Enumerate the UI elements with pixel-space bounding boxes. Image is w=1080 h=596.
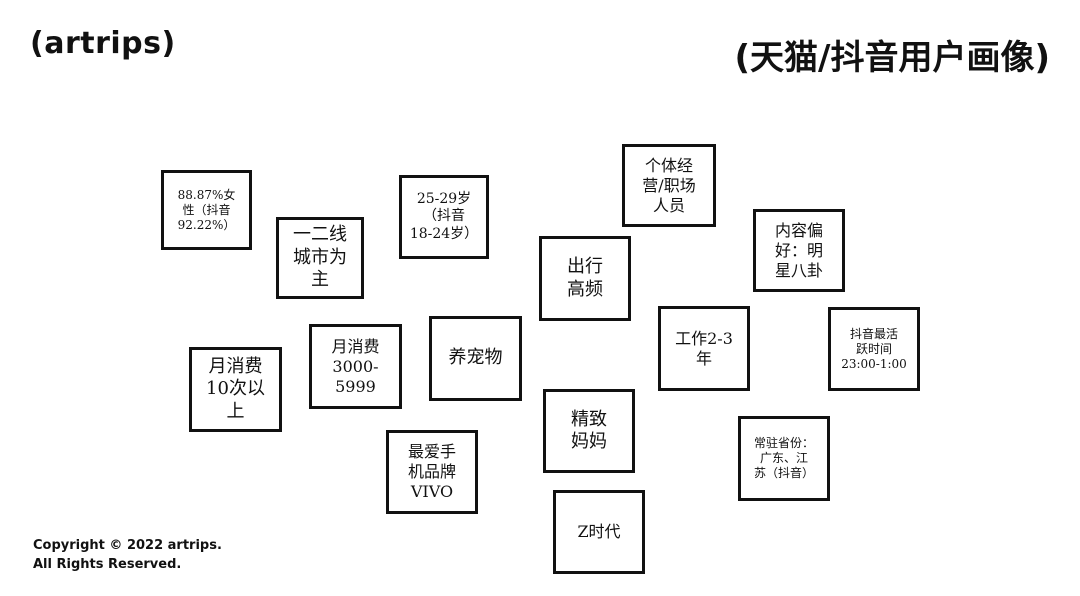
tag-label: 月消费 3000- 5999	[331, 336, 380, 396]
tag-label: 一二线 城市为 主	[293, 224, 347, 291]
page-title: (天猫/抖音用户画像)	[734, 38, 1051, 78]
tag-label: 精致 妈妈	[571, 408, 607, 453]
tag-age: 25-29岁 （抖音 18-24岁）	[399, 175, 489, 259]
tag-province: 常驻省份： 广东、江 苏（抖音）	[738, 416, 830, 501]
tag-label: Z时代	[577, 522, 621, 541]
tag-label: 养宠物	[448, 347, 503, 369]
tag-label: 抖音最活 跃时间 23:00-1:00	[841, 326, 907, 371]
copyright-line: Copyright © 2022 artrips.	[33, 538, 222, 553]
tag-label: 个体经 营/职场 人员	[642, 155, 696, 215]
tag-occupation: 个体经 营/职场 人员	[622, 144, 716, 227]
tag-city-tier: 一二线 城市为 主	[276, 217, 364, 299]
tag-monthly-spend-amount: 月消费 3000- 5999	[309, 324, 402, 409]
tag-active-time: 抖音最活 跃时间 23:00-1:00	[828, 307, 920, 391]
tag-label: 88.87%女 性（抖音 92.22%）	[177, 187, 236, 232]
tag-frequent-travel: 出行 高频	[539, 236, 631, 321]
tag-gen-z: Z时代	[553, 490, 645, 574]
artrips-logo: (artrips)	[30, 26, 176, 61]
tag-label: 25-29岁 （抖音 18-24岁）	[409, 190, 479, 242]
tag-content-preference: 内容偏 好：明 星八卦	[753, 209, 845, 292]
tag-pet-raising: 养宠物	[429, 316, 522, 401]
tag-female-ratio: 88.87%女 性（抖音 92.22%）	[161, 170, 252, 250]
tag-refined-mom: 精致 妈妈	[543, 389, 635, 473]
tag-label: 常驻省份： 广东、江 苏（抖音）	[753, 436, 814, 480]
tag-label: 工作2-3 年	[675, 328, 733, 368]
tag-label: 出行 高频	[567, 256, 603, 300]
tag-label: 内容偏 好：明 星八卦	[774, 220, 823, 280]
copyright-notice: Copyright © 2022 artrips. All Rights Res…	[33, 536, 222, 574]
tag-monthly-spend-frequency: 月消费 10次以 上	[189, 347, 282, 432]
tag-label: 最爱手 机品牌 VIVO	[407, 442, 456, 501]
tag-phone-brand: 最爱手 机品牌 VIVO	[386, 430, 478, 514]
tag-label: 月消费 10次以 上	[206, 355, 265, 422]
rights-line: All Rights Reserved.	[33, 557, 182, 572]
tag-work-years: 工作2-3 年	[658, 306, 750, 391]
